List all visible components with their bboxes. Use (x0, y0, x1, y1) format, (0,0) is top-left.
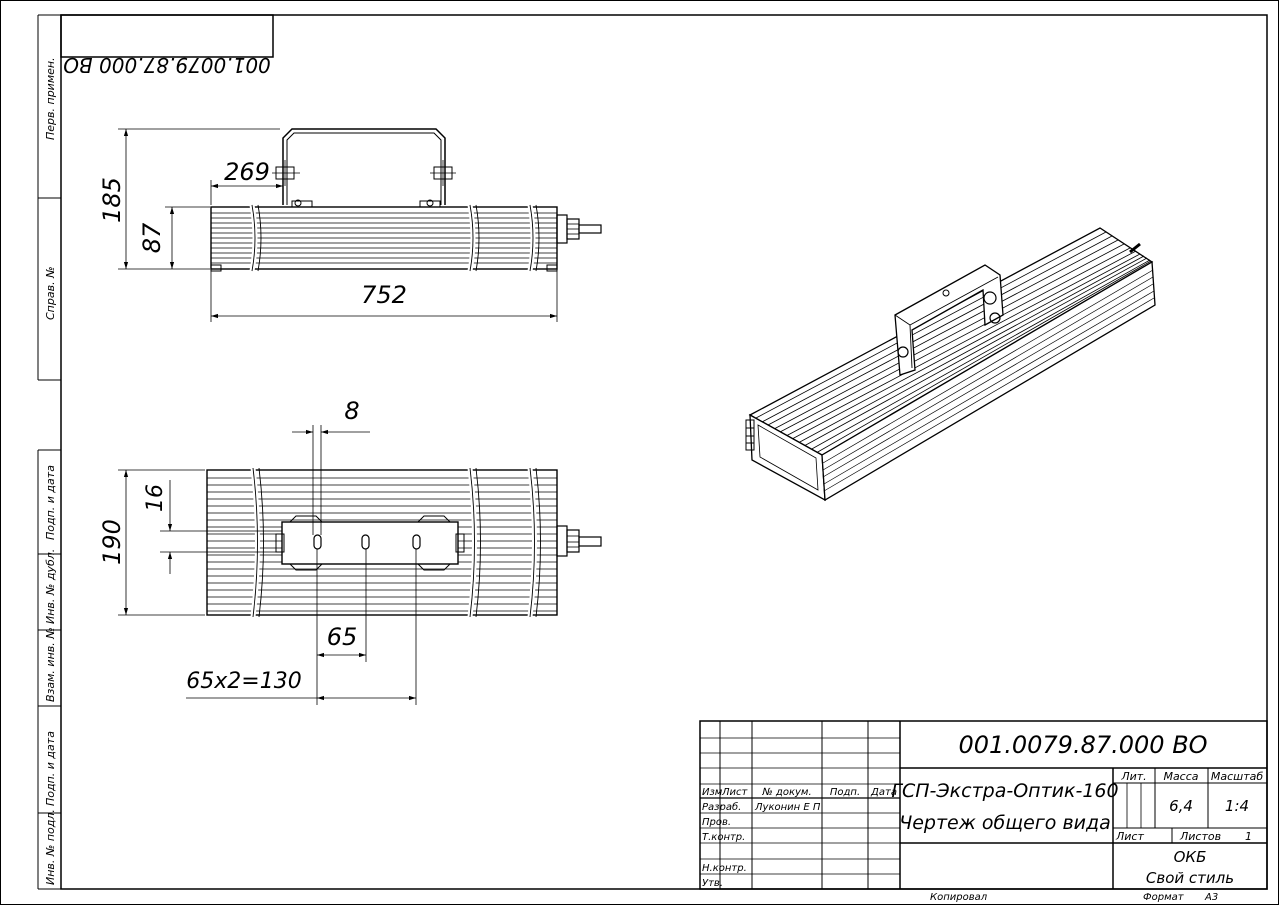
row-tkontr: Т.контр. (702, 832, 745, 843)
dim-16: 16 (143, 484, 168, 512)
listov-label: Листов (1179, 830, 1221, 843)
org-line2: Свой стиль (1146, 869, 1234, 887)
inv-dubl-label: Инв. № дубл. (44, 549, 57, 624)
drawing-type: Чертеж общего вида (899, 812, 1111, 834)
row-razrab: Разраб. (702, 801, 741, 813)
dim-87: 87 (138, 222, 166, 253)
dim-269: 269 (224, 158, 270, 186)
product-name: ГСП-Экстра-Оптик-160 (891, 780, 1118, 802)
col-list: Лист (721, 787, 749, 798)
masshtab-value: 1:4 (1225, 797, 1249, 815)
row-utv: Утв. (702, 878, 723, 889)
title-block (699, 720, 1268, 890)
left-strip (37, 14, 61, 890)
lit-label: Лит. (1120, 770, 1146, 783)
inner-frame (60, 14, 1268, 890)
perv-primen-label: Перв. примен. (44, 57, 57, 140)
kopiroval-label: Копировал (930, 892, 988, 903)
org-line1: ОКБ (1174, 848, 1207, 866)
format-label: Формат (1143, 892, 1185, 903)
title-doc-code: 001.0079.87.000 ВО (958, 731, 1207, 759)
razrab-name: Луконин Е П (754, 802, 821, 813)
row-nkontr: Н.контр. (702, 863, 747, 874)
listov-value: 1 (1245, 830, 1252, 843)
doc-code-mirrored: 001.0079.87.000 ВО (63, 53, 271, 77)
sprav-no-label: Справ. № (44, 266, 57, 320)
side-view-dimensions (118, 128, 558, 322)
dim-752: 752 (361, 281, 407, 309)
side-view (210, 128, 602, 272)
vzam-inv-label: Взам. инв. № (44, 627, 57, 702)
podp-data-label-2: Подп. и дата (44, 731, 57, 806)
massa-label: Масса (1163, 770, 1198, 783)
dim-65: 65 (327, 623, 358, 651)
massa-value: 6,4 (1169, 797, 1193, 815)
col-izm: Изм (702, 787, 723, 798)
list-label: Лист (1115, 830, 1144, 843)
row-prov: Пров. (702, 817, 731, 828)
code-box-topleft (60, 14, 274, 58)
dim-190: 190 (98, 519, 126, 565)
masshtab-label: Масштаб (1211, 770, 1263, 783)
dim-65x2: 65x2=130 (186, 669, 301, 694)
dim-185: 185 (98, 177, 126, 223)
col-no-dokum: № докум. (761, 787, 811, 798)
isometric-view (745, 227, 1156, 502)
inv-podl-label: Инв. № подл. (44, 809, 57, 885)
col-podp: Подп. (830, 787, 860, 798)
plan-view-dimensions (118, 425, 417, 705)
plan-view (206, 467, 602, 618)
dim-8: 8 (344, 397, 359, 425)
podp-data-label-1: Подп. и дата (44, 465, 57, 540)
col-data: Дата (870, 787, 897, 798)
format-value: A3 (1204, 892, 1218, 903)
